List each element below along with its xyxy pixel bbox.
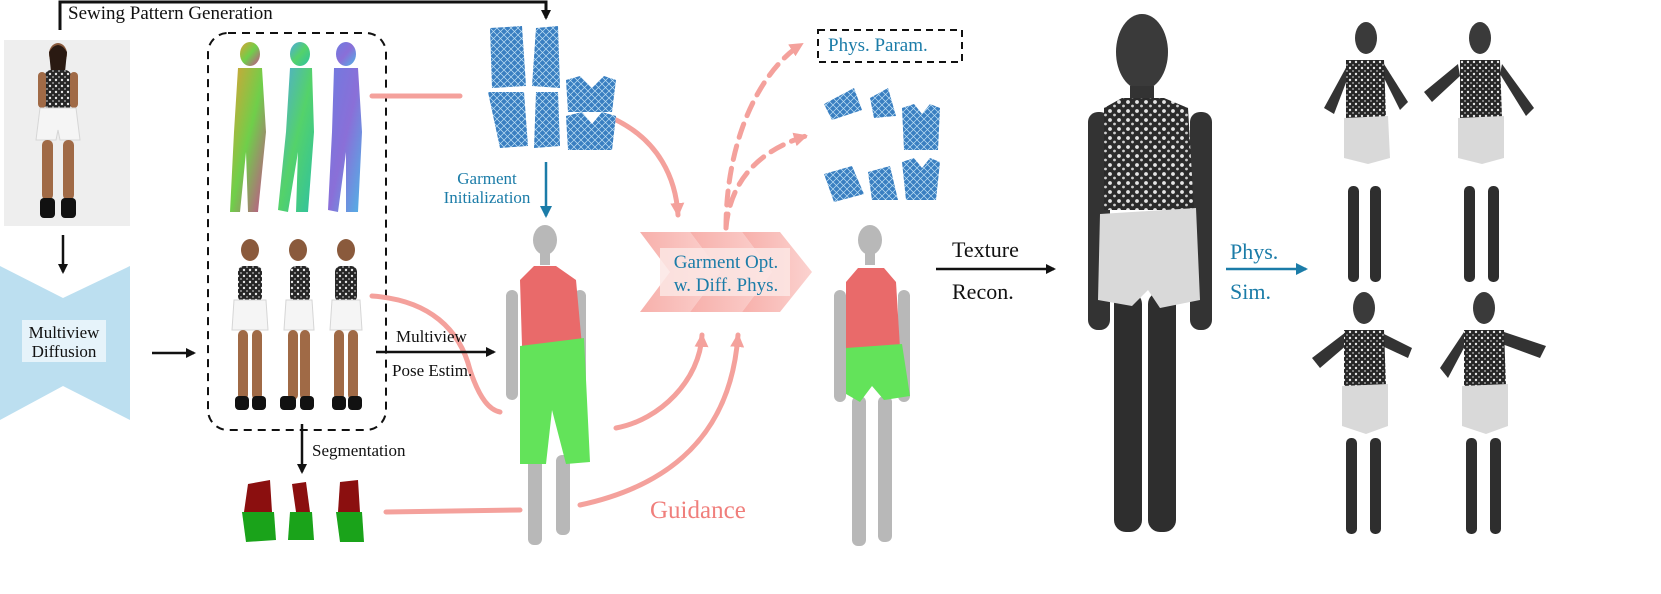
multiview-diffusion-label-line2: Diffusion [31, 342, 97, 361]
optimized-patterns [824, 88, 940, 202]
garment-init-label-line2: Initialization [443, 188, 531, 207]
normal-map-figures [230, 42, 362, 212]
multiview-figures [231, 239, 363, 410]
guidance-flows [369, 41, 809, 515]
sewing-patterns [488, 26, 616, 150]
phys-param-box [817, 29, 963, 63]
initial-garment-mannequin [506, 225, 590, 545]
garment-opt-label-line2: w. Diff. Phys. [673, 275, 779, 296]
segmentation-masks [242, 480, 364, 542]
sewing-pattern-generation-label: Sewing Pattern Generation [68, 3, 273, 24]
input-photo [4, 40, 130, 226]
garment-init-label-line1: Garment [457, 169, 517, 188]
garment-opt-chevrons [640, 232, 812, 312]
optimized-garment-mannequin [834, 225, 910, 546]
texture-recon-label-line1: Texture [952, 237, 1019, 262]
garment-opt-label-line1: Garment Opt. [673, 252, 779, 273]
diffusion-label-box [22, 320, 106, 362]
phys-sim-label-line2: Sim. [1230, 279, 1271, 304]
multiview-pose-label-line1: Multiview [396, 327, 467, 346]
multiview-pose-label-line2: Pose Estim. [392, 361, 473, 380]
textured-mannequin [1088, 14, 1212, 532]
guidance-label: Guidance [650, 497, 746, 524]
phys-sim-label-line1: Phys. [1230, 239, 1279, 264]
sewing-pattern-arrow [58, 0, 551, 30]
simulated-mannequins [1312, 22, 1546, 534]
segmentation-label: Segmentation [312, 441, 406, 460]
texture-recon-label-line2: Recon. [952, 279, 1014, 304]
phys-param-label: Phys. Param. [828, 35, 928, 56]
multiview-diffusion-label-line1: Multiview [28, 323, 100, 342]
